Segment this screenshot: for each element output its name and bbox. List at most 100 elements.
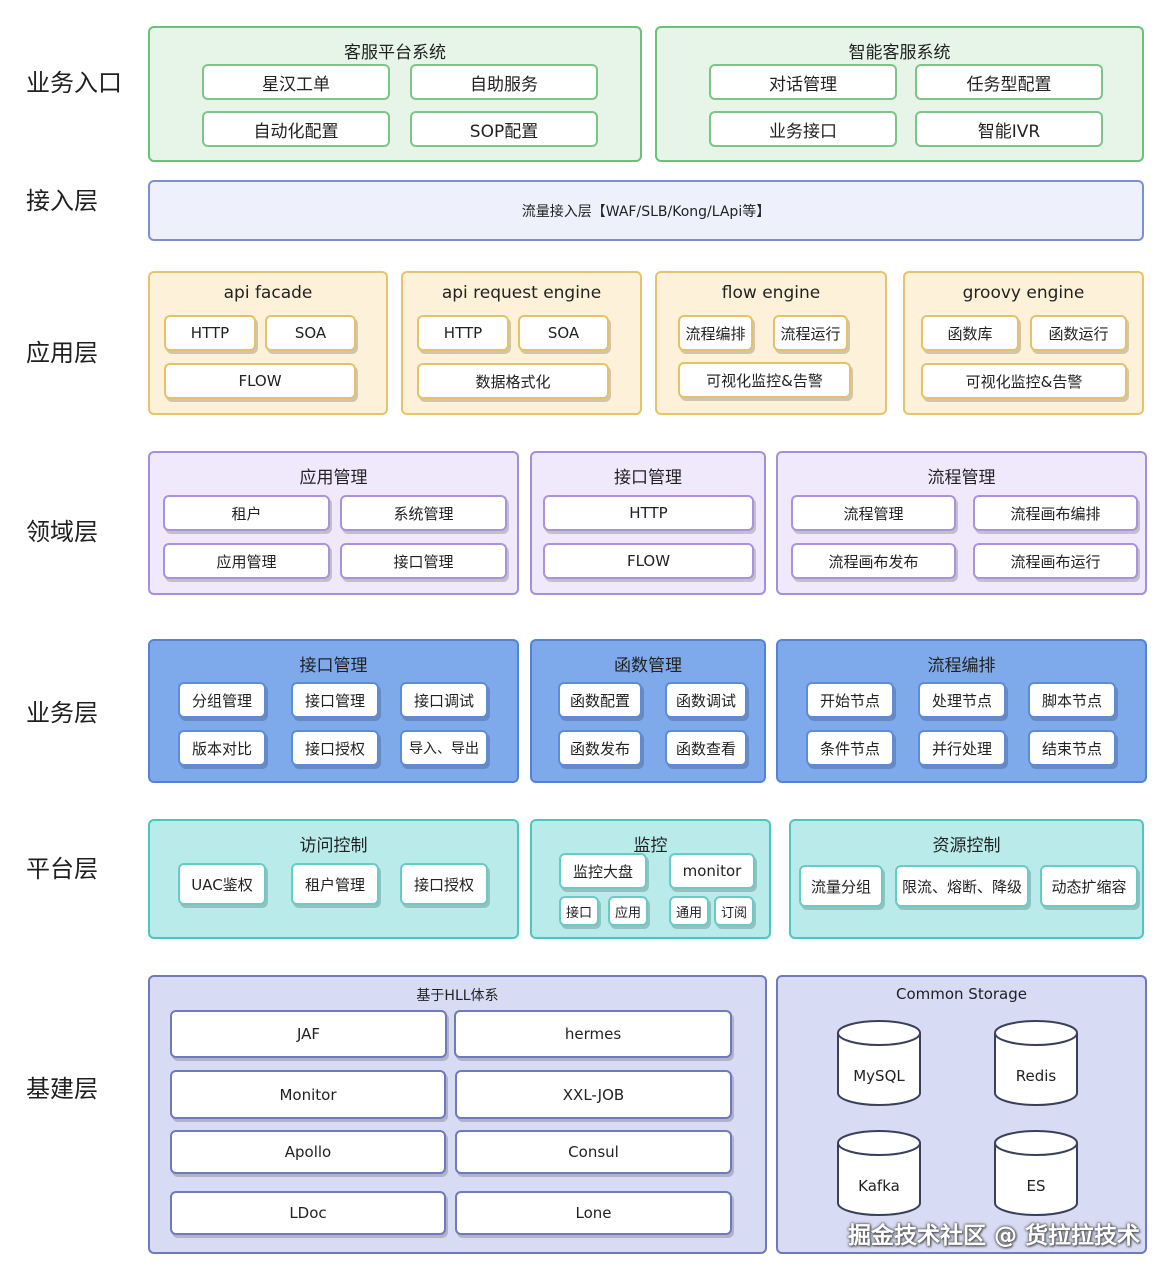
domain-box: 流程画布编排 bbox=[973, 495, 1138, 531]
business-box: 函数调试 bbox=[665, 682, 747, 718]
app-box: 流程编排 bbox=[678, 315, 753, 351]
domain-box: 应用管理 bbox=[163, 543, 330, 579]
infra-box: hermes bbox=[454, 1010, 732, 1058]
database-label: Kafka bbox=[858, 1177, 900, 1195]
domain-box: 流程管理 bbox=[791, 495, 956, 531]
database-label: ES bbox=[1026, 1177, 1046, 1195]
platform-box-small: 订阅 bbox=[714, 896, 754, 926]
app-box: 函数运行 bbox=[1030, 315, 1127, 351]
api-mgmt-domain-panel: 接口管理 HTTP FLOW bbox=[530, 451, 766, 595]
business-box: 开始节点 bbox=[806, 682, 894, 718]
infra-box: Consul bbox=[455, 1130, 732, 1174]
access-layer-panel: 流量接入层【WAF/SLB/Kong/LApi等】 bbox=[148, 180, 1144, 241]
panel-title: 客服平台系统 bbox=[344, 43, 446, 63]
app-box: SOA bbox=[518, 315, 609, 351]
entry-box: 业务接口 bbox=[709, 111, 897, 147]
domain-box: 租户 bbox=[163, 495, 330, 531]
entry-box: 任务型配置 bbox=[915, 64, 1103, 100]
layer-label-business: 业务层 bbox=[26, 699, 98, 727]
panel-title: 接口管理 bbox=[299, 656, 368, 676]
panel-title: api request engine bbox=[441, 283, 602, 303]
app-box: 数据格式化 bbox=[417, 363, 609, 399]
hll-panel: 基于HLL体系 JAF hermes Monitor XXL-JOB Apoll… bbox=[148, 975, 767, 1254]
database-icon: ES bbox=[993, 1129, 1079, 1217]
entry-box: 智能IVR bbox=[915, 111, 1103, 147]
layer-label-infrastructure: 基建层 bbox=[26, 1075, 98, 1103]
infra-box: JAF bbox=[170, 1010, 447, 1058]
app-box: 函数库 bbox=[921, 315, 1019, 351]
business-box: 分组管理 bbox=[178, 682, 266, 718]
business-box: 函数查看 bbox=[665, 730, 747, 766]
entry-box: 自助服务 bbox=[410, 64, 598, 100]
panel-title: groovy engine bbox=[962, 283, 1085, 303]
panel-title: 资源控制 bbox=[932, 836, 1001, 856]
panel-title: 接口管理 bbox=[614, 468, 682, 488]
panel-title: 监控 bbox=[633, 836, 668, 856]
app-box: 可视化监控&告警 bbox=[921, 363, 1127, 399]
platform-box: 接口授权 bbox=[400, 863, 488, 905]
domain-box: 流程画布发布 bbox=[791, 543, 956, 579]
panel-title: 函数管理 bbox=[614, 656, 682, 676]
panel-title: 智能客服系统 bbox=[848, 43, 951, 63]
business-box: 接口授权 bbox=[291, 730, 379, 766]
database-icon: MySQL bbox=[836, 1019, 922, 1107]
database-label: Redis bbox=[1015, 1067, 1057, 1085]
layer-label-platform: 平台层 bbox=[26, 855, 98, 883]
infra-box: Lone bbox=[455, 1191, 732, 1235]
func-mgmt-panel: 函数管理 函数配置 函数调试 函数发布 函数查看 bbox=[530, 639, 766, 783]
platform-box-small: 接口 bbox=[559, 896, 599, 926]
business-box: 接口调试 bbox=[400, 682, 488, 718]
platform-box: 限流、熔断、降级 bbox=[895, 865, 1029, 907]
platform-box: 流量分组 bbox=[799, 865, 883, 907]
layer-label-business-entry: 业务入口 bbox=[26, 69, 122, 97]
layer-label-access: 接入层 bbox=[26, 187, 98, 215]
api-facade-panel: api facade HTTP SOA FLOW bbox=[148, 271, 388, 415]
layer-label-domain: 领域层 bbox=[26, 518, 98, 546]
business-box: 导入、导出 bbox=[400, 730, 488, 766]
platform-box: monitor bbox=[669, 853, 755, 889]
panel-title: 流程管理 bbox=[927, 468, 996, 488]
entry-box: 星汉工单 bbox=[202, 64, 390, 100]
business-box: 函数配置 bbox=[558, 682, 642, 718]
panel-title: 访问控制 bbox=[299, 836, 368, 856]
infra-box: XXL-JOB bbox=[455, 1070, 732, 1119]
domain-box: HTTP bbox=[543, 495, 754, 531]
infra-box: Apollo bbox=[170, 1130, 446, 1174]
panel-title: Common Storage bbox=[895, 985, 1027, 1003]
infra-box: LDoc bbox=[170, 1191, 446, 1235]
panel-title: 流程编排 bbox=[927, 656, 996, 676]
database-icon: Redis bbox=[993, 1019, 1079, 1107]
access-layer-text: 流量接入层【WAF/SLB/Kong/LApi等】 bbox=[521, 203, 771, 220]
app-mgmt-panel: 应用管理 租户 系统管理 应用管理 接口管理 bbox=[148, 451, 519, 595]
domain-box: 系统管理 bbox=[340, 495, 507, 531]
entry-box: SOP配置 bbox=[410, 111, 598, 147]
entry-box: 自动化配置 bbox=[202, 111, 390, 147]
domain-box: 流程画布运行 bbox=[973, 543, 1138, 579]
domain-box: FLOW bbox=[543, 543, 754, 579]
app-box: FLOW bbox=[164, 363, 356, 399]
platform-box: UAC鉴权 bbox=[178, 863, 266, 905]
groovy-engine-panel: groovy engine 函数库 函数运行 可视化监控&告警 bbox=[903, 271, 1144, 415]
business-box: 版本对比 bbox=[178, 730, 266, 766]
business-box: 函数发布 bbox=[558, 730, 642, 766]
panel-title: api facade bbox=[223, 283, 313, 303]
app-box: 流程运行 bbox=[773, 315, 848, 351]
infra-box: Monitor bbox=[170, 1070, 446, 1119]
resource-ctrl-panel: 资源控制 流量分组 限流、熔断、降级 动态扩缩容 bbox=[789, 819, 1144, 939]
platform-box-small: 通用 bbox=[669, 896, 709, 926]
database-icon: Kafka bbox=[836, 1129, 922, 1217]
platform-box: 租户管理 bbox=[291, 863, 379, 905]
access-ctrl-panel: 访问控制 UAC鉴权 租户管理 接口授权 bbox=[148, 819, 519, 939]
cs-platform-panel: 客服平台系统 星汉工单 自助服务 自动化配置 SOP配置 bbox=[148, 26, 642, 162]
business-box: 条件节点 bbox=[806, 730, 894, 766]
panel-title: flow engine bbox=[721, 283, 821, 303]
platform-box: 监控大盘 bbox=[559, 853, 647, 889]
flow-mgmt-panel: 流程管理 流程管理 流程画布编排 流程画布发布 流程画布运行 bbox=[776, 451, 1147, 595]
api-mgmt-business-panel: 接口管理 分组管理 接口管理 接口调试 版本对比 接口授权 导入、导出 bbox=[148, 639, 519, 783]
platform-box-small: 应用 bbox=[608, 896, 648, 926]
layer-label-application: 应用层 bbox=[26, 339, 98, 367]
business-box: 脚本节点 bbox=[1028, 682, 1116, 718]
business-box: 处理节点 bbox=[918, 682, 1006, 718]
business-box: 并行处理 bbox=[918, 730, 1006, 766]
app-box: 可视化监控&告警 bbox=[678, 362, 851, 398]
